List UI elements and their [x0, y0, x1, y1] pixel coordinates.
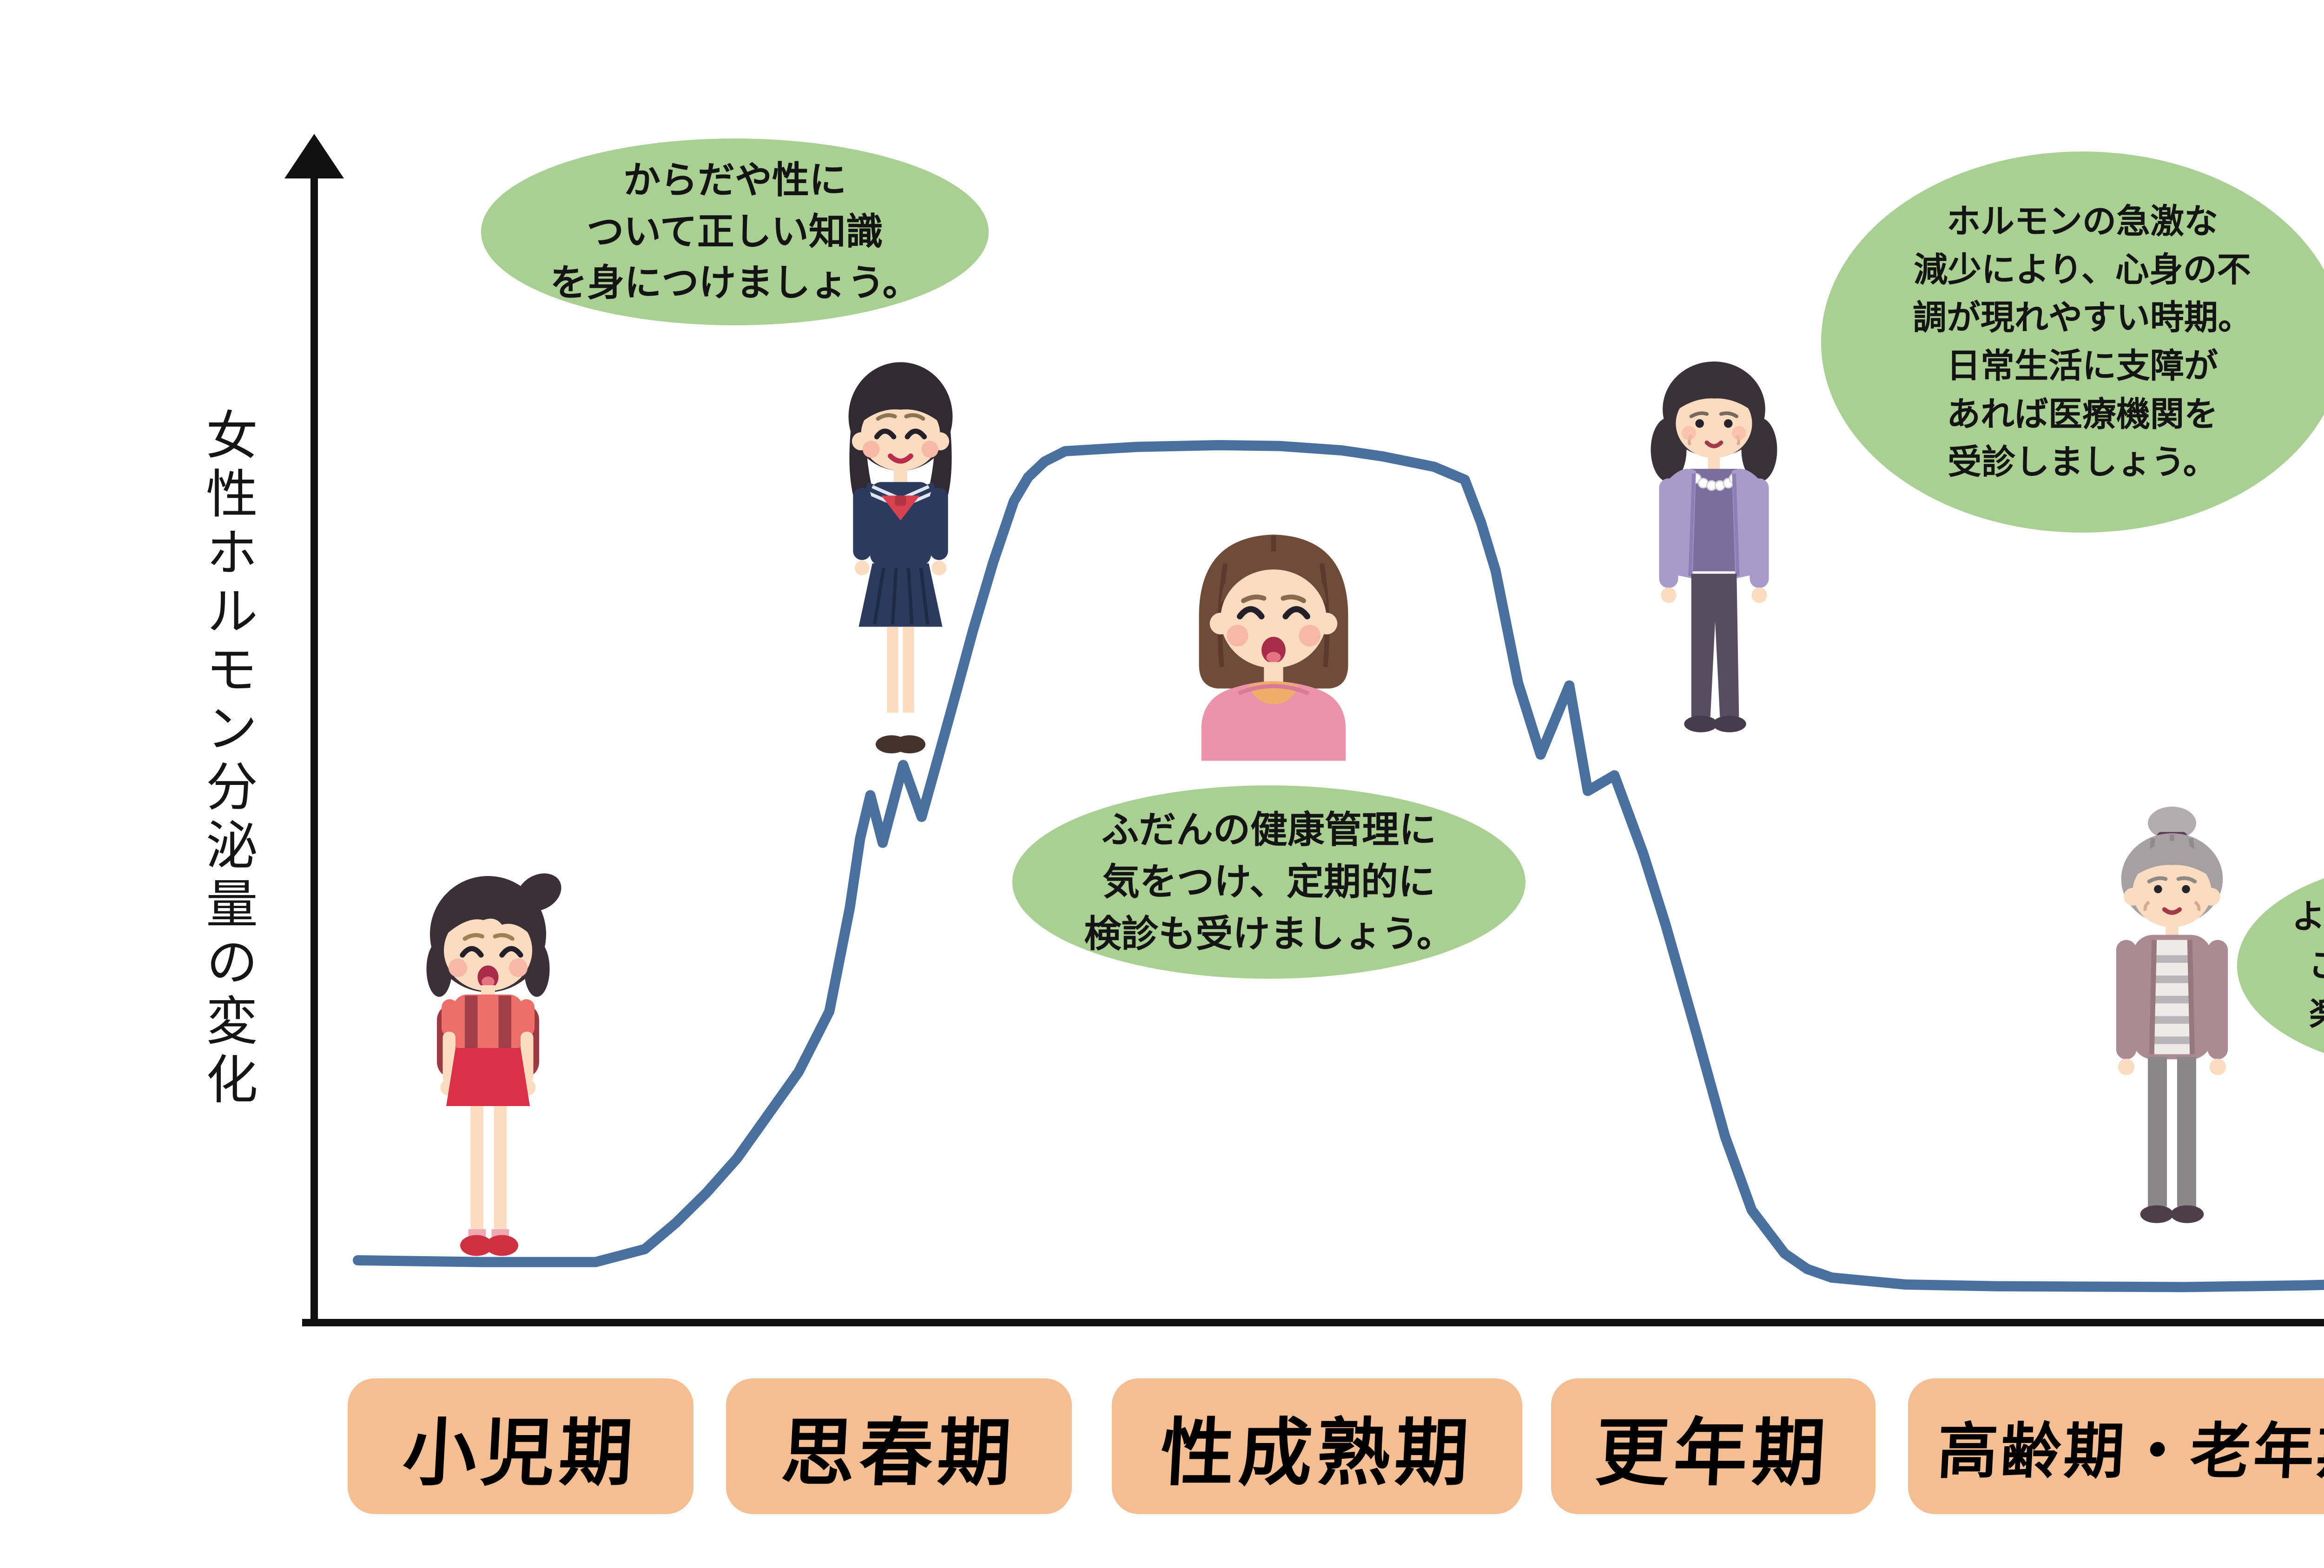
stage-box-maturity: 性成熟期 — [1112, 1378, 1522, 1514]
stage-box-old-age: 高齢期・老年期 — [1908, 1378, 2324, 1514]
stage-box-menopause: 更年期 — [1551, 1378, 1875, 1514]
advice-bubble-old-age-text: より健康を意識し、 これからの人生を 楽しみましょう。 — [2291, 898, 2324, 1033]
stage-label-maturity: 性成熟期 — [1158, 1412, 1475, 1494]
stage-label-childhood: 小児期 — [401, 1412, 640, 1494]
advice-bubble-maturity: ふだんの健康管理に 気をつけ、定期的に 検診も受けましょう。 — [1012, 785, 1525, 979]
y-axis-label: 女性ホルモン分泌量の変化 — [198, 408, 257, 1111]
advice-bubble-puberty-text: からだや性に ついて正しい知識 を身につけましょう。 — [550, 159, 920, 304]
advice-bubble-menopause: ホルモンの急激な 減少により、心身の不 調が現れやすい時期。 日常生活に支障が … — [1821, 152, 2324, 533]
stage-box-childhood: 小児期 — [348, 1378, 693, 1514]
advice-bubble-menopause-text: ホルモンの急激な 減少により、心身の不 調が現れやすい時期。 日常生活に支障が … — [1913, 203, 2252, 481]
stage-label-old-age: 高齢期・老年期 — [1936, 1417, 2324, 1485]
advice-bubble-puberty: からだや性に ついて正しい知識 を身につけましょう。 — [481, 138, 989, 325]
stage-label-menopause: 更年期 — [1593, 1412, 1832, 1494]
hormone-level-curve — [353, 440, 2324, 1292]
y-axis-arrowhead — [284, 134, 344, 178]
advice-bubble-maturity-text: ふだんの健康管理に 気をつけ、定期的に 検診も受けましょう。 — [1084, 809, 1454, 955]
stage-box-puberty: 思春期 — [726, 1378, 1072, 1514]
stage-label-puberty: 思春期 — [779, 1412, 1018, 1494]
